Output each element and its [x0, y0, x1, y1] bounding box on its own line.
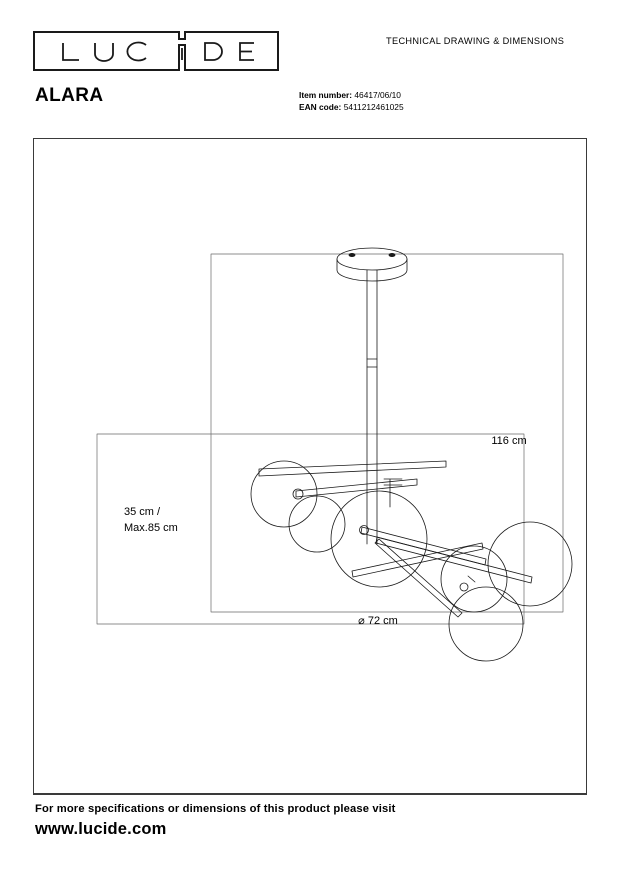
globe-left-lower	[288, 495, 346, 553]
logo-letter-c	[126, 41, 147, 62]
item-number-value: 46417/06/10	[354, 90, 401, 100]
canopy-screw-right	[388, 253, 396, 258]
technical-drawing-svg: 116 cm 35 cm / Max.85 cm ⌀ 72 cm	[96, 247, 573, 662]
height-dimension-box	[210, 253, 564, 613]
fixture-arms	[258, 460, 533, 618]
logo-svg	[33, 31, 279, 71]
footer-website-url: www.lucide.com	[35, 820, 167, 838]
drop-dimension-box	[96, 433, 525, 625]
lucide-logo	[33, 31, 279, 71]
item-metadata: Item number: 46417/06/10 EAN code: 54112…	[299, 90, 404, 113]
item-number-label: Item number:	[299, 90, 353, 100]
globe-bottom	[448, 586, 524, 662]
logo-letter-u	[94, 43, 114, 62]
canopy-screw-left	[348, 253, 356, 258]
globe-top-left	[250, 460, 318, 528]
item-number-row: Item number: 46417/06/10	[299, 90, 404, 102]
height-dimension-label: 116 cm	[491, 435, 526, 447]
page-header: TECHNICAL DRAWING & DIMENSIONS	[0, 0, 620, 80]
arm-bottom	[374, 538, 463, 618]
logo-frame	[33, 31, 279, 71]
drop-dimension-label-line2: Max.85 cm	[124, 522, 178, 534]
arm-upper-left-2	[295, 478, 418, 498]
product-name: ALARA	[35, 85, 104, 106]
arm-joint-mid	[359, 525, 369, 535]
canopy-body	[336, 258, 408, 282]
footer-divider	[33, 794, 587, 795]
logo-letter-e	[239, 42, 254, 61]
drop-dimension-label-line1: 35 cm /	[124, 506, 161, 518]
technical-drawing-frame: 116 cm 35 cm / Max.85 cm ⌀ 72 cm	[33, 138, 587, 794]
ceiling-canopy	[336, 247, 408, 282]
ean-code-label: EAN code:	[299, 101, 342, 112]
dimension-boxes	[96, 253, 564, 625]
globe-right-inner	[440, 545, 508, 613]
header-title: TECHNICAL DRAWING & DIMENSIONS	[386, 36, 565, 46]
arm-joint-right-lower	[459, 582, 469, 592]
globe-right-outer	[487, 521, 573, 607]
arm-lower-left	[351, 542, 484, 578]
suspension-rod	[366, 269, 378, 545]
ean-code-value: 5411212461025	[343, 101, 404, 112]
glass-globes	[250, 460, 573, 662]
logo-letter-d	[204, 42, 223, 61]
globe-center	[330, 490, 428, 588]
canopy-top-ellipse	[336, 247, 408, 271]
arm-right	[375, 536, 533, 584]
footer-text-primary: For more specifications or dimensions of…	[35, 803, 396, 815]
ean-code-row: EAN code: 5411212461025	[299, 102, 404, 114]
arm-upper-left	[258, 460, 447, 477]
diameter-dimension-label: ⌀ 72 cm	[358, 615, 398, 627]
hub-socket-detail	[383, 478, 403, 508]
arm-joint-left	[292, 488, 304, 500]
logo-letter-l	[62, 43, 79, 61]
arm-joint-tick	[467, 575, 476, 583]
